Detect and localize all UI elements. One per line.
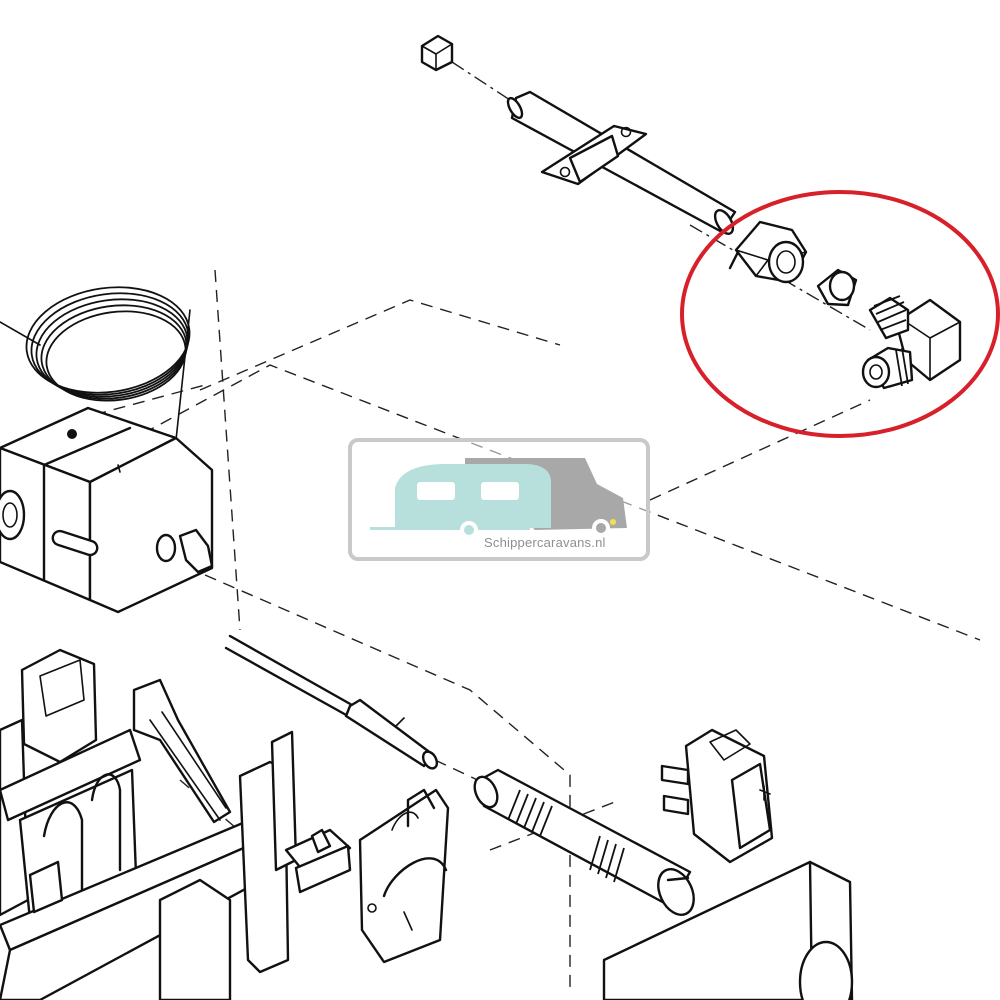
igniter-cable (224, 634, 439, 770)
elbow-connector (861, 295, 962, 390)
olive-ring (816, 268, 858, 307)
rocker-switch (660, 728, 774, 864)
thermocouple-end-cap (420, 34, 454, 72)
burner-bracket-frame (0, 648, 352, 1000)
mounting-bracket (540, 124, 648, 186)
highlight-circle (680, 190, 1000, 438)
watermark-text: Schippercaravans.nl (484, 535, 606, 550)
gas-valve-block (0, 406, 214, 614)
piezo-igniter (473, 768, 695, 916)
control-panel-housing (602, 860, 854, 1000)
capillary-coil (0, 286, 191, 441)
hex-nut (728, 220, 808, 284)
watermark-vehicles-icon (370, 458, 627, 539)
thermocouple-tube (506, 90, 737, 235)
caravan-icon (370, 464, 551, 539)
retaining-clip (358, 788, 450, 964)
